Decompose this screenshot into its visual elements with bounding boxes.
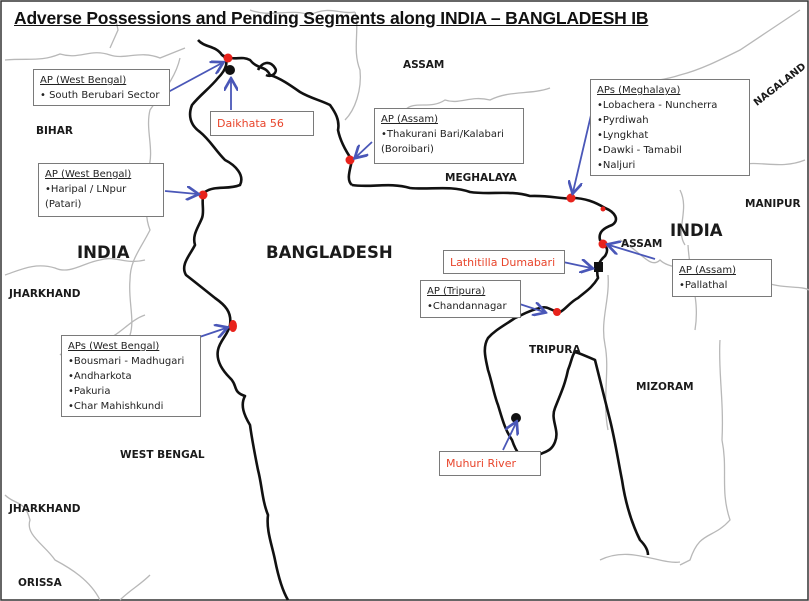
callout-heading: AP (West Bengal) xyxy=(45,169,132,180)
callout-item: (Patari) xyxy=(45,199,82,210)
region-label-bangladesh: BANGLADESH xyxy=(266,243,393,262)
region-label-mizoram: MIZORAM xyxy=(636,381,694,393)
callout-item: •Pakuria xyxy=(68,386,111,397)
callout-heading: AP (Assam) xyxy=(381,114,438,125)
callout-item: •Dawki - Tamabil xyxy=(597,145,682,156)
callout-heading: AP (West Bengal) xyxy=(40,75,127,86)
marker-meghalaya xyxy=(566,193,576,203)
callout-heading: AP (Tripura) xyxy=(427,286,486,297)
region-label-india-east: INDIA xyxy=(670,221,723,240)
callout-chandannagar: AP (Tripura) •Chandannagar xyxy=(420,280,521,318)
callout-daikhata-56: Daikhata 56 xyxy=(210,111,314,136)
callout-item: •Thakurani Bari/Kalabari xyxy=(381,129,504,140)
region-label-jharkhand-1: JHARKHAND xyxy=(9,288,81,300)
callout-meghalaya-aps: APs (Meghalaya) •Lobachera - Nuncherra •… xyxy=(590,79,750,176)
callout-thakurani-bari: AP (Assam) •Thakurani Bari/Kalabari (Bor… xyxy=(374,108,524,164)
callout-heading: APs (Meghalaya) xyxy=(597,85,681,96)
callout-item: •Andharkota xyxy=(68,371,132,382)
callout-south-berubari: AP (West Bengal) • South Berubari Sector xyxy=(33,69,170,106)
callout-item: •Bousmari - Madhugari xyxy=(68,356,185,367)
marker-daikhata xyxy=(225,65,235,75)
region-label-orissa: ORISSA xyxy=(18,577,62,589)
region-label-assam-east: ASSAM xyxy=(621,238,663,250)
callout-item: (Boroibari) xyxy=(381,144,434,155)
region-label-manipur: MANIPUR xyxy=(745,198,801,210)
callout-label: Muhuri River xyxy=(446,457,516,470)
region-label-meghalaya: MEGHALAYA xyxy=(445,172,517,184)
region-label-assam-north: ASSAM xyxy=(403,59,445,71)
callout-haripal: AP (West Bengal) •Haripal / LNpur (Patar… xyxy=(38,163,164,217)
callout-heading: AP (Assam) xyxy=(679,265,736,276)
callout-muhuri-river: Muhuri River xyxy=(439,451,541,476)
region-label-india-west: INDIA xyxy=(77,243,130,262)
callout-lathitilla-dumabari: Lathitilla Dumabari xyxy=(443,250,565,274)
marker-bousmari xyxy=(229,320,237,332)
region-label-jharkhand-2: JHARKHAND xyxy=(9,503,81,515)
region-label-bihar: BIHAR xyxy=(36,125,73,137)
marker-haripal xyxy=(198,190,208,200)
marker-thakurani xyxy=(345,155,355,165)
callout-item: •Chandannagar xyxy=(427,301,507,312)
marker-pallathal xyxy=(598,239,608,249)
callout-pallathal: AP (Assam) •Pallathal xyxy=(672,259,772,297)
callout-item: •Pyrdiwah xyxy=(597,115,649,126)
callout-item: • South Berubari Sector xyxy=(40,90,160,101)
callout-bousmari: APs (West Bengal) •Bousmari - Madhugari … xyxy=(61,335,201,417)
callout-label: Lathitilla Dumabari xyxy=(450,255,556,269)
callout-item: •Pallathal xyxy=(679,280,728,291)
region-label-tripura: TRIPURA xyxy=(529,344,581,356)
callout-item: •Naljuri xyxy=(597,160,636,171)
callout-item: •Lobachera - Nuncherra xyxy=(597,100,718,111)
marker-muhuri xyxy=(511,413,521,423)
region-label-west-bengal: WEST BENGAL xyxy=(120,449,205,461)
map-title: Adverse Possessions and Pending Segments… xyxy=(14,8,649,28)
callout-item: •Haripal / LNpur xyxy=(45,184,127,195)
marker-lathitilla xyxy=(594,262,603,272)
callout-heading: APs (West Bengal) xyxy=(68,341,160,352)
callout-item: •Lyngkhat xyxy=(597,130,649,141)
callout-label: Daikhata 56 xyxy=(217,117,284,130)
callout-item: •Char Mahishkundi xyxy=(68,401,164,412)
marker-chandannagar xyxy=(553,308,561,316)
marker-south-berubari xyxy=(223,53,233,63)
